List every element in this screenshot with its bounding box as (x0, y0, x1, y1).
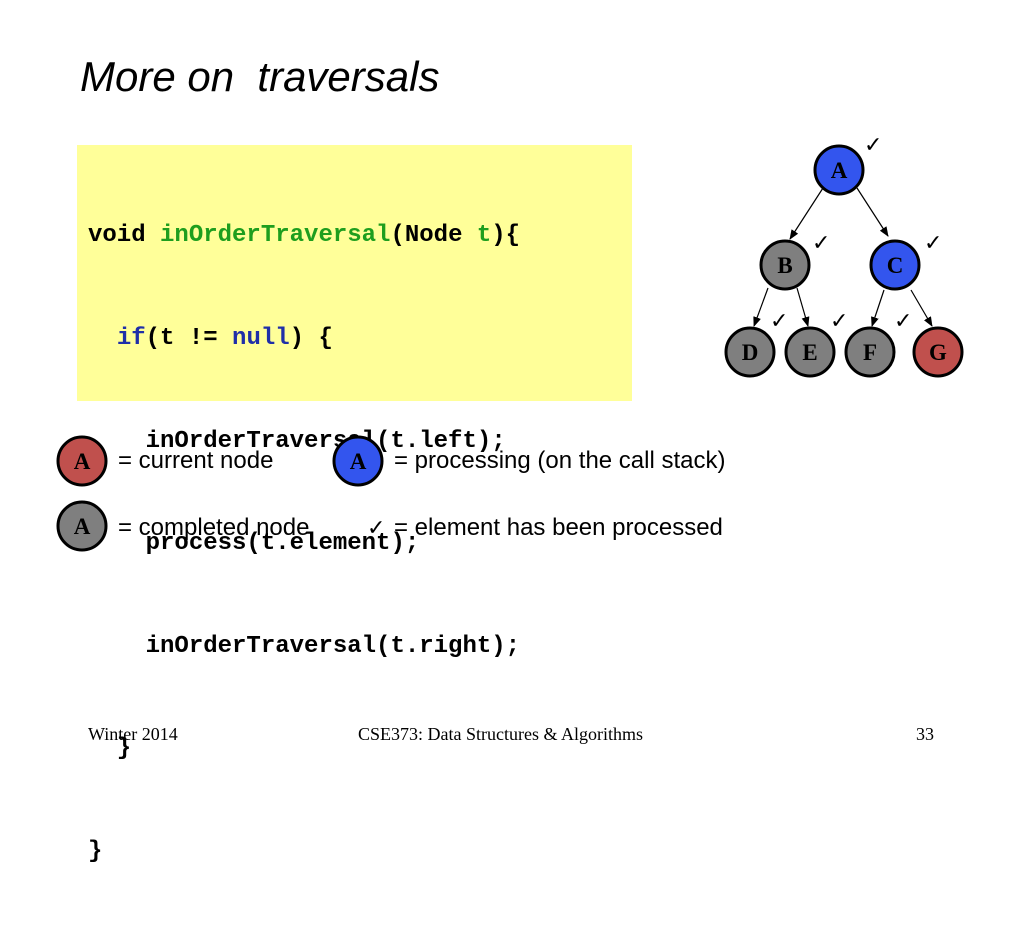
edge-c-g (910, 289, 933, 327)
edge-b-e (796, 287, 810, 327)
node-label: A (350, 449, 367, 474)
node-circle (844, 326, 896, 378)
code-line-3: inOrderTraversal(t.left); (88, 427, 506, 455)
code-line-7: } (88, 837, 103, 865)
node-circle (56, 500, 108, 552)
code-keyword-void: void (88, 222, 161, 250)
code-block: void inOrderTraversal(Node t){ if(t != n… (77, 145, 632, 865)
legend-current-node-symbol: A (56, 435, 108, 487)
tree-node-a: A (813, 144, 865, 196)
edge-a-c (856, 187, 889, 237)
code-line-6: } (88, 735, 132, 763)
code-text: void inOrderTraversal(Node t){ if(t != n… (88, 151, 520, 938)
checkmark-icon: ✓ (864, 133, 882, 158)
node-circle (912, 326, 964, 378)
tree-node-c: C (869, 239, 921, 291)
legend-current-node-text: = current node (118, 447, 274, 474)
code-line-2: if(t != null) { (88, 322, 520, 356)
legend-processing-text: = processing (on the call stack) (394, 447, 726, 474)
tree-node-f: F (844, 326, 896, 378)
node-label: G (929, 340, 947, 365)
node-label: D (742, 340, 759, 365)
node-circle (813, 144, 865, 196)
legend-completed-node-text: = completed node (118, 514, 310, 541)
slide-title: More on traversals (80, 53, 440, 100)
edge-b-d (753, 287, 769, 327)
footer-page-number: 33 (916, 724, 934, 744)
code-keyword-null: null (232, 325, 290, 352)
checkmark-icon: ✓ (924, 231, 942, 256)
node-label: C (887, 253, 904, 278)
checkmark-icon: ✓ (812, 231, 830, 256)
node-circle (759, 239, 811, 291)
tree-node-d: D (724, 326, 776, 378)
node-label: A (74, 514, 91, 539)
node-label: B (777, 253, 792, 278)
node-label: A (74, 449, 91, 474)
legend-check-text: = element has been processed (394, 514, 723, 541)
tree-node-e: E (784, 326, 836, 378)
footer-course: CSE373: Data Structures & Algorithms (358, 724, 643, 744)
edge-a-b (789, 187, 824, 240)
code-keyword-if: if (116, 325, 146, 352)
legend-completed-node-symbol: A (56, 500, 108, 552)
legend-checkmark-icon: ✓ (367, 516, 385, 541)
tree-node-b: B (759, 239, 811, 291)
node-circle (56, 435, 108, 487)
node-circle (869, 239, 921, 291)
code-line-1: void inOrderTraversal(Node t){ (88, 219, 520, 253)
code-function-name: inOrderTraversal (160, 222, 391, 250)
node-circle (784, 326, 836, 378)
checkmark-icon: ✓ (830, 309, 848, 334)
tree-diagram: A B C D E F G ✓ ✓ ✓ ✓ ✓ ✓ A A (56, 133, 964, 552)
node-label: A (831, 158, 848, 183)
footer-term: Winter 2014 (88, 724, 178, 744)
code-signature-close: ){ (491, 222, 521, 250)
edge-c-f (871, 289, 885, 327)
node-circle (724, 326, 776, 378)
code-line-4: process(t.element); (88, 530, 420, 558)
code-condition: (t != (145, 325, 233, 352)
legend-processing-node-symbol: A (332, 435, 384, 487)
code-condition-tail: ) { (289, 325, 333, 352)
code-line-5: inOrderTraversal(t.right); (88, 632, 521, 660)
node-circle (332, 435, 384, 487)
code-param-name: t (476, 222, 492, 250)
checkmark-icon: ✓ (894, 309, 912, 334)
node-label: E (802, 340, 817, 365)
tree-node-g: G (912, 326, 964, 378)
code-signature-open: (Node (390, 222, 477, 250)
node-label: F (863, 340, 877, 365)
checkmark-icon: ✓ (770, 309, 788, 334)
